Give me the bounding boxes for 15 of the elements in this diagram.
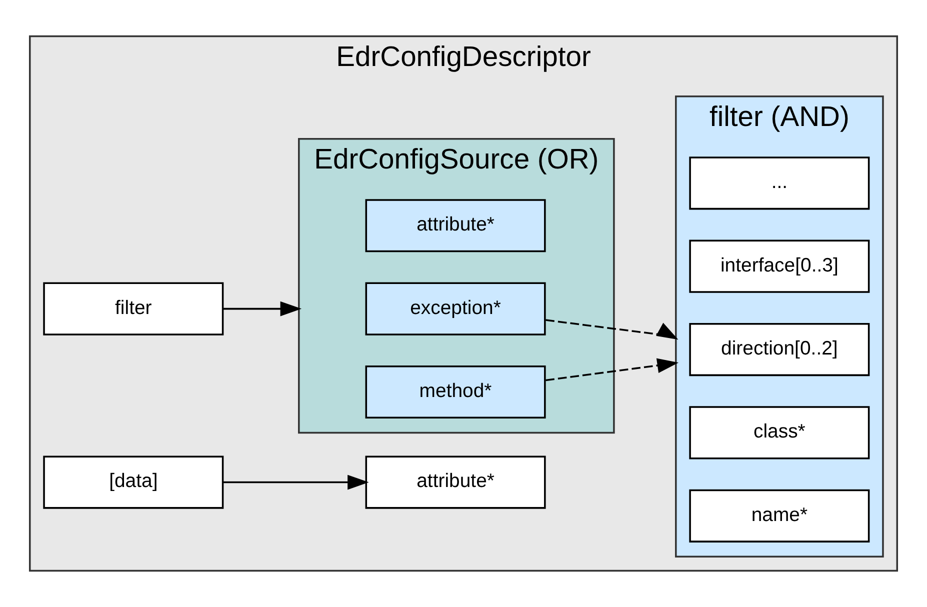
node-box: attribute* [365,456,546,509]
node-box: class* [689,406,870,460]
arrow [223,474,369,490]
node-box: name* [689,489,870,542]
node-box: method* [365,365,546,419]
node-box: ... [689,156,870,210]
arrow [546,358,679,382]
node-box: filter [43,282,224,336]
node-box: interface[0..3] [689,240,870,293]
node-box: [data] [43,456,224,509]
node-box: exception* [365,282,546,336]
node-box: attribute* [365,199,546,252]
arrow [223,301,302,316]
arrow [546,319,678,340]
node-box: direction[0..2] [689,322,870,376]
